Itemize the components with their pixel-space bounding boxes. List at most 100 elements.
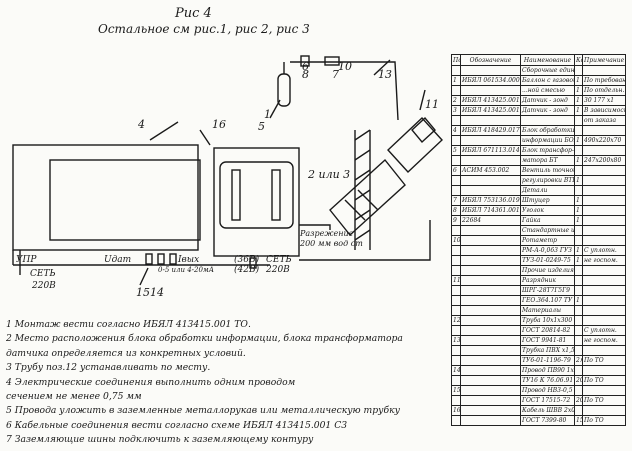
table-cell: Штуцер — [520, 195, 575, 206]
table-cell — [451, 345, 461, 356]
table-cell: Гайка — [520, 215, 575, 226]
table-cell: ШРГ-28Т7Г5Г9 — [520, 285, 575, 296]
table-cell: 1 — [574, 195, 583, 206]
table-cell — [574, 285, 583, 296]
table-cell: не госпом. — [582, 255, 626, 266]
table-cell: ИБЯЛ 413425.001 — [460, 105, 521, 116]
table-cell — [582, 185, 626, 196]
table-cell — [460, 305, 521, 316]
table-cell — [460, 395, 521, 406]
table-cell — [582, 215, 626, 226]
table-cell: По требованию — [582, 75, 626, 86]
table-row: Трубка ПВХ х1,5 — [451, 345, 626, 356]
table-row: Материалы — [451, 305, 626, 316]
table-cell: матора БТ — [520, 155, 575, 166]
table-row: ТУ16 К 76.06.9120мПо ТО — [451, 375, 626, 386]
table-cell — [582, 175, 626, 186]
table-cell — [460, 335, 521, 346]
table-cell — [451, 185, 461, 196]
table-cell: 1 — [574, 85, 583, 96]
spec-header-row: Поз Обозначение Наименование Кол Примеча… — [451, 54, 626, 66]
transformer-block — [213, 147, 300, 257]
table-cell — [451, 175, 461, 186]
table-cell — [582, 265, 626, 276]
table-cell: ИБЯЛ 753136.019 — [460, 195, 521, 206]
table-cell: 11 — [451, 275, 461, 286]
table-cell — [451, 295, 461, 306]
table-cell — [460, 65, 521, 76]
table-cell — [451, 255, 461, 266]
table-cell — [574, 345, 583, 356]
table-cell — [574, 235, 583, 246]
table-cell — [451, 415, 461, 426]
table-cell: 12 — [451, 315, 461, 326]
table-cell: ГЕО.364.107 ТУ — [520, 295, 575, 306]
table-cell: 1 — [574, 135, 583, 146]
figure-title: Рис 4 — [175, 6, 212, 21]
table-cell: 6 — [451, 165, 461, 176]
callout-11: 11 — [425, 98, 439, 111]
table-cell: 1 — [574, 295, 583, 306]
table-cell — [451, 305, 461, 316]
cut-value-label: 200 мм вод ст — [299, 239, 363, 248]
spec-table-body: Сборочные единицы1ИБЯЛ 061534.000Баллон … — [451, 65, 626, 426]
table-cell: 5 — [451, 145, 461, 156]
table-cell: 7 — [451, 195, 461, 206]
callout-10: 10 — [338, 60, 352, 73]
table-cell — [451, 245, 461, 256]
table-cell — [582, 285, 626, 296]
table-cell: 14 — [451, 365, 461, 376]
table-cell: 1 — [574, 75, 583, 86]
table-cell — [460, 245, 521, 256]
table-cell — [451, 375, 461, 386]
note-item: 2 Место расположения блока обработки инф… — [6, 333, 403, 345]
table-row: Прочие изделия — [451, 265, 626, 276]
table-cell — [460, 355, 521, 366]
table-cell — [460, 155, 521, 166]
table-cell — [574, 115, 583, 126]
table-cell — [574, 165, 583, 176]
table-cell: Ротаметр — [520, 235, 575, 246]
table-cell: от заказа — [582, 115, 626, 126]
table-cell: ГОСТ 7399-80 — [520, 415, 575, 426]
table-cell: 1 — [451, 75, 461, 86]
table-cell — [582, 305, 626, 316]
table-cell — [451, 85, 461, 96]
table-cell: 2м — [574, 355, 583, 366]
table-cell — [460, 175, 521, 186]
callout-4: 4 — [137, 118, 145, 131]
table-cell: Кабель ШВВ 2х0,5 — [520, 405, 575, 416]
table-cell: 3 — [451, 105, 461, 116]
table-cell: ГОСТ 20814-82 — [520, 325, 575, 336]
table-row: Детали — [451, 185, 626, 196]
callout-14: 14 — [150, 286, 164, 299]
table-cell: ГОСТ 9941-81 — [520, 335, 575, 346]
table-cell: ГОСТ 17515-72 — [520, 395, 575, 406]
table-cell — [451, 115, 461, 126]
table-cell: Трубка ПВХ х1,5 — [520, 345, 575, 356]
table-cell: По ТО — [582, 395, 626, 406]
table-cell — [451, 285, 461, 296]
table-cell — [582, 195, 626, 206]
table-cell: 13 — [451, 335, 461, 346]
callout-13: 13 — [378, 68, 392, 81]
table-cell — [582, 65, 626, 76]
table-cell: Стандартные изделия — [520, 225, 575, 236]
table-cell: В зависимости — [582, 105, 626, 116]
table-cell — [460, 135, 521, 146]
table-cell — [574, 365, 583, 376]
table-cell — [520, 115, 575, 126]
table-cell — [460, 405, 521, 416]
